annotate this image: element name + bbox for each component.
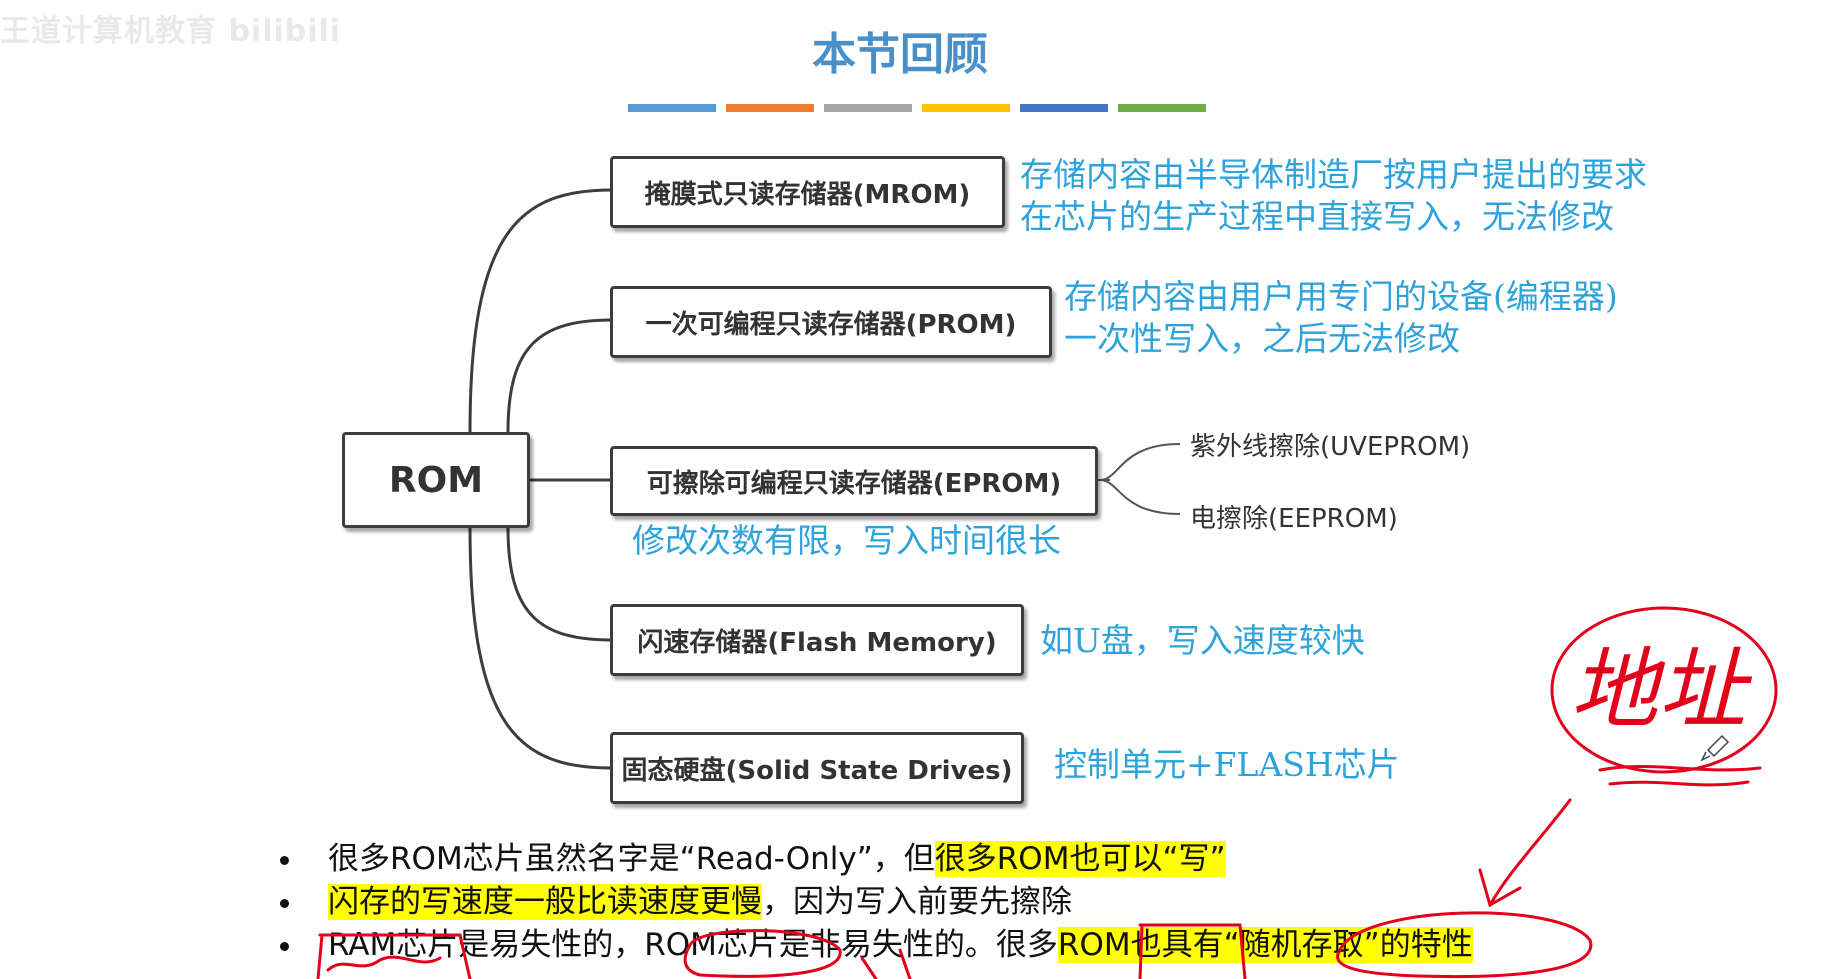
eprom-child-uveprom: 紫外线擦除(UVEPROM) bbox=[1190, 432, 1471, 462]
note-line: 存储内容由半导体制造厂按用户提出的要求 bbox=[1020, 155, 1647, 194]
note-ssd: 控制单元+FLASH芯片 bbox=[1054, 744, 1400, 786]
note-line: 一次性写入，之后无法修改 bbox=[1064, 319, 1460, 358]
branch-node-eprom: 可擦除可编程只读存储器(EPROM) bbox=[610, 446, 1098, 516]
branch-label: 固态硬盘(Solid State Drives) bbox=[621, 755, 1013, 786]
bullet-item: RAM芯片是易失性的，ROM芯片是非易失性的。很多ROM也具有“随机存取”的特性 bbox=[280, 924, 1780, 967]
branch-node-prom: 一次可编程只读存储器(PROM) bbox=[610, 286, 1052, 358]
root-label: ROM bbox=[388, 459, 484, 501]
note-line: 修改次数有限，写入时间很长 bbox=[632, 521, 1061, 560]
color-bar bbox=[1118, 104, 1206, 112]
connector-flash bbox=[506, 527, 613, 642]
highlighted-text: ROM也具有“随机存取”的特性 bbox=[1057, 927, 1473, 963]
note-prom: 存储内容由用户用专门的设备(编程器) 一次性写入，之后无法修改 bbox=[1064, 276, 1618, 360]
connector-prom bbox=[506, 318, 613, 433]
connector-uveprom bbox=[1099, 443, 1181, 481]
note-line: 在芯片的生产过程中直接写入，无法修改 bbox=[1020, 197, 1614, 236]
bullet-text: RAM芯片是易失性的，ROM芯片是非易失性的。很多 bbox=[328, 927, 1058, 963]
color-bar bbox=[726, 104, 814, 112]
connector-eeprom bbox=[1099, 479, 1181, 515]
branch-node-ssd: 固态硬盘(Solid State Drives) bbox=[610, 732, 1024, 804]
branch-label: 一次可编程只读存储器(PROM) bbox=[645, 309, 1017, 340]
connector-ssd bbox=[468, 527, 613, 770]
eprom-child-eeprom: 电擦除(EEPROM) bbox=[1190, 504, 1398, 534]
connector-mrom bbox=[468, 188, 613, 433]
branch-label: 可擦除可编程只读存储器(EPROM) bbox=[646, 468, 1062, 499]
color-bar bbox=[922, 104, 1010, 112]
watermark: 王道计算机教育 bilibili bbox=[0, 14, 342, 49]
bullet-dot bbox=[280, 942, 289, 951]
root-node: ROM bbox=[342, 432, 530, 528]
branch-label: 掩膜式只读存储器(MROM) bbox=[644, 179, 971, 210]
bullet-dot bbox=[280, 899, 289, 908]
note-eprom: 修改次数有限，写入时间很长 bbox=[632, 520, 1061, 562]
branch-label: 闪速存储器(Flash Memory) bbox=[637, 627, 997, 658]
color-bar bbox=[628, 104, 716, 112]
note-line: 存储内容由用户用专门的设备(编程器) bbox=[1064, 277, 1618, 316]
bullet-text: ，因为写入前要先擦除 bbox=[762, 884, 1072, 920]
page-title: 本节回顾 bbox=[812, 29, 988, 80]
summary-bullets: 很多ROM芯片虽然名字是“Read-Only”，但很多ROM也可以“写” 闪存的… bbox=[280, 838, 1780, 967]
branch-node-flash: 闪速存储器(Flash Memory) bbox=[610, 604, 1024, 676]
note-mrom: 存储内容由半导体制造厂按用户提出的要求 在芯片的生产过程中直接写入，无法修改 bbox=[1020, 154, 1647, 238]
bullet-item: 很多ROM芯片虽然名字是“Read-Only”，但很多ROM也可以“写” bbox=[280, 838, 1780, 881]
bullet-text: 很多ROM芯片虽然名字是“Read-Only”，但 bbox=[328, 841, 935, 877]
note-line: 如U盘，写入速度较快 bbox=[1040, 621, 1365, 660]
color-bar bbox=[824, 104, 912, 112]
note-flash: 如U盘，写入速度较快 bbox=[1040, 620, 1365, 662]
highlighted-text: 闪存的写速度一般比读速度更慢 bbox=[328, 884, 762, 920]
bullet-item: 闪存的写速度一般比读速度更慢，因为写入前要先擦除 bbox=[280, 881, 1780, 924]
color-bar bbox=[1020, 104, 1108, 112]
bullet-dot bbox=[280, 856, 289, 865]
note-line: 控制单元+FLASH芯片 bbox=[1054, 745, 1400, 784]
branch-node-mrom: 掩膜式只读存储器(MROM) bbox=[610, 156, 1005, 228]
highlighted-text: 很多ROM也可以“写” bbox=[934, 841, 1226, 877]
